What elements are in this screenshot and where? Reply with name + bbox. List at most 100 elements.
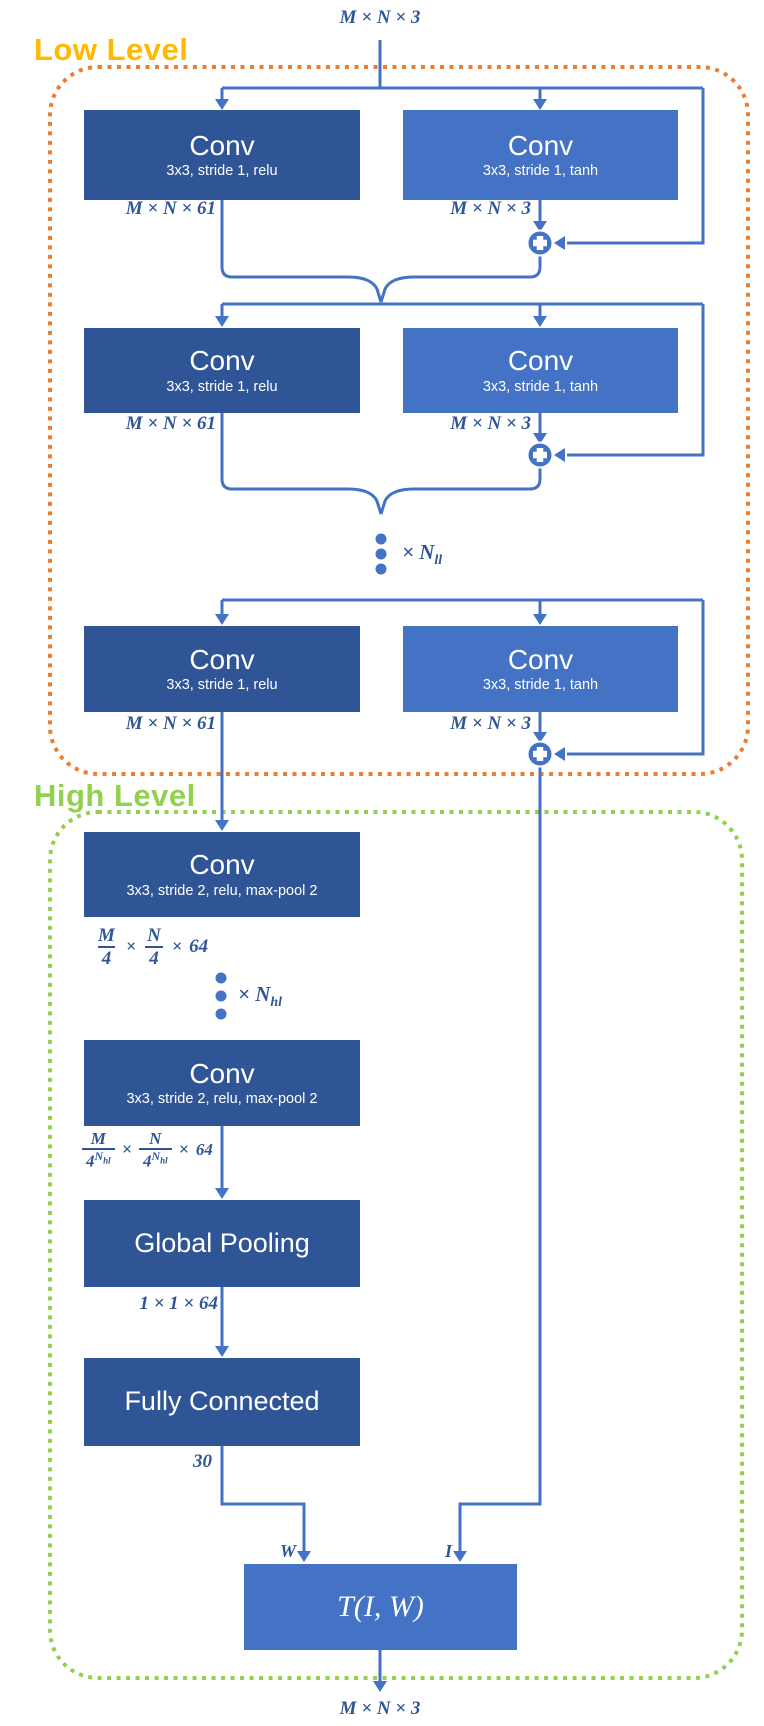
plus-icon xyxy=(526,229,554,257)
repeat-subscript: hl xyxy=(270,995,283,1011)
ellipsis-dot xyxy=(215,990,227,1002)
arrowhead-left xyxy=(554,236,565,250)
block-title: Conv xyxy=(507,643,574,675)
flow-lines xyxy=(220,40,705,1681)
global-pooling-block: Global Pooling xyxy=(84,1200,360,1287)
arrowhead xyxy=(215,820,229,831)
fraction: N 4Nhl xyxy=(138,1129,172,1171)
arrowhead xyxy=(215,316,229,327)
block-subtitle: 3x3, stride 1, relu xyxy=(166,378,278,395)
dim-label: M × N × 3 xyxy=(450,198,531,219)
merge-brace xyxy=(379,467,542,515)
dim-label: 1 × 1 × 64 xyxy=(139,1293,218,1314)
block-title: Conv xyxy=(189,849,255,881)
dim-label: M × N × 61 xyxy=(125,198,216,219)
ellipsis-dot xyxy=(375,563,387,575)
skip-line-1 xyxy=(567,88,705,245)
block-subtitle: 3x3, stride 1, relu xyxy=(166,677,278,694)
repeat-var: N xyxy=(419,540,435,564)
fraction-numerator: N xyxy=(149,1129,162,1148)
block-title: Fully Connected xyxy=(124,1386,320,1417)
times-sign: × xyxy=(125,936,137,957)
block-title: Conv xyxy=(189,129,255,161)
fraction: M 4Nhl xyxy=(82,1129,115,1171)
arrowhead xyxy=(533,316,547,327)
times-sign: × xyxy=(402,540,414,564)
lowlevel-repeat-label: × Nll xyxy=(402,540,443,569)
fraction: N 4 xyxy=(143,925,165,970)
dim-label: 30 xyxy=(193,1451,212,1472)
dim-label: M × N × 61 xyxy=(125,713,216,734)
conv-block-highlevel-1: Conv 3x3, stride 2, relu, max-pool 2 xyxy=(84,832,360,917)
low-level-title: Low Level xyxy=(34,32,189,67)
fully-connected-block: Fully Connected xyxy=(84,1358,360,1446)
repeat-subscript: ll xyxy=(434,553,443,569)
conv-block-row3-relu: Conv 3x3, stride 1, relu xyxy=(84,626,360,712)
conv-block-row2-relu: Conv 3x3, stride 1, relu xyxy=(84,328,360,413)
arrowhead xyxy=(533,732,547,743)
arrowhead xyxy=(453,1551,467,1562)
merge-brace xyxy=(220,200,383,303)
plus-icon xyxy=(526,740,554,768)
merge-brace xyxy=(379,256,542,303)
merge-brace xyxy=(220,413,383,515)
ellipsis-dot xyxy=(215,972,227,984)
ellipsis-dots xyxy=(215,533,387,1020)
channel-count: 64 xyxy=(195,1139,213,1159)
arrowhead xyxy=(215,1346,229,1357)
block-subtitle: 3x3, stride 2, relu, max-pool 2 xyxy=(126,1091,318,1108)
block-title: Conv xyxy=(189,345,255,377)
fraction: M 4 xyxy=(94,925,119,970)
fraction-numerator: M xyxy=(90,1129,106,1148)
high-level-border xyxy=(48,810,744,1680)
block-subtitle: 3x3, stride 2, relu, max-pool 2 xyxy=(126,882,318,899)
weights-input-label: W xyxy=(279,1541,296,1561)
transform-block: T(I, W) xyxy=(244,1564,517,1650)
arrowhead xyxy=(533,433,547,444)
conv-block-row1-tanh: Conv 3x3, stride 1, tanh xyxy=(403,110,678,200)
ellipsis-dot xyxy=(215,1008,227,1020)
plus-icon xyxy=(526,441,554,469)
times-sign: × xyxy=(178,1138,189,1159)
arrowhead xyxy=(215,1188,229,1199)
fraction-denominator: 4 xyxy=(97,946,116,969)
block-title: Conv xyxy=(507,129,574,161)
block-title: Conv xyxy=(189,643,255,675)
image-input-label: I xyxy=(444,1541,452,1561)
output-dim-label: M × N × 3 xyxy=(339,1698,421,1719)
times-sign: × xyxy=(121,1138,132,1159)
arrowhead xyxy=(297,1551,311,1562)
fraction-numerator: N xyxy=(147,925,161,946)
weights-line xyxy=(220,1446,306,1552)
arrowhead xyxy=(533,99,547,110)
fraction-denominator: 4 xyxy=(145,946,163,969)
block-title: T(I, W) xyxy=(337,1590,424,1623)
arrowhead-left xyxy=(554,747,565,761)
conv-block-row1-relu: Conv 3x3, stride 1, relu xyxy=(84,110,360,200)
arrowhead xyxy=(215,614,229,625)
arrowhead-left xyxy=(554,448,565,462)
arrowhead xyxy=(533,614,547,625)
fraction-denominator: 4Nhl xyxy=(138,1148,172,1171)
exponent-var: N xyxy=(94,1149,104,1164)
conv-block-highlevel-2: Conv 3x3, stride 2, relu, max-pool 2 xyxy=(84,1040,360,1126)
denominator-exponent: Nhl xyxy=(151,1149,168,1166)
denominator-base: 4 xyxy=(86,1151,95,1171)
ellipsis-dot xyxy=(375,548,387,560)
fraction-numerator: M xyxy=(98,925,115,946)
dim-label-fraction: M 4Nhl × N 4Nhl × 64 xyxy=(82,1129,213,1171)
highlevel-repeat-label: × Nhl xyxy=(238,982,283,1011)
times-sign: × xyxy=(171,936,183,957)
repeat-var: N xyxy=(255,982,271,1006)
conv-block-row3-tanh: Conv 3x3, stride 1, tanh xyxy=(403,626,678,712)
identity-line xyxy=(458,766,542,1552)
channel-count: 64 xyxy=(189,935,209,957)
block-title: Global Pooling xyxy=(134,1227,310,1258)
block-subtitle: 3x3, stride 1, tanh xyxy=(482,677,599,694)
skip-line-2 xyxy=(567,304,705,457)
exponent-subscript: hl xyxy=(160,1155,168,1166)
times-sign: × xyxy=(238,982,250,1006)
block-subtitle: 3x3, stride 1, relu xyxy=(166,163,278,180)
block-subtitle: 3x3, stride 1, tanh xyxy=(482,163,599,180)
